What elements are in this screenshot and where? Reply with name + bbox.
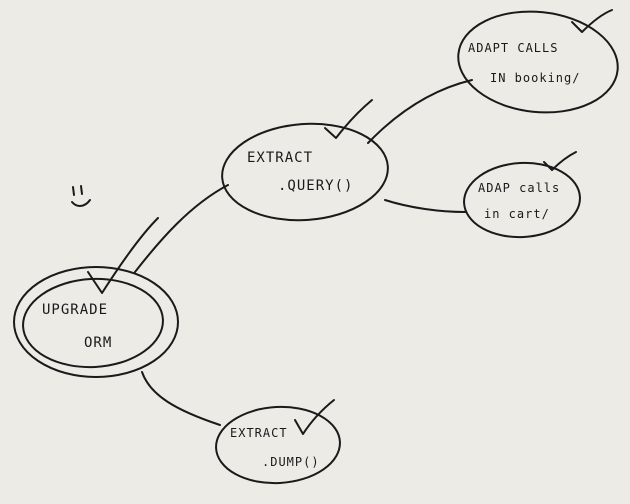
node-adapt-booking-shape — [457, 10, 619, 114]
checkmark-icon — [294, 399, 335, 435]
node-adapt-booking-line2: IN booking/ — [490, 71, 580, 85]
node-extract-dump-line1: EXTRACT — [230, 426, 288, 440]
node-adapt-cart-line1: ADAP calls — [478, 181, 560, 195]
node-upgrade-orm-inner — [22, 277, 164, 369]
node-upgrade-orm-outer — [13, 266, 179, 378]
node-extract-query-line1: EXTRACT — [247, 150, 313, 166]
checkmark-icon — [324, 99, 373, 139]
node-adapt-cart: ADAP calls in cart/ — [463, 151, 581, 239]
smiley-icon — [71, 185, 91, 207]
edge-orm-to-dump — [141, 371, 221, 426]
node-adapt-booking-line1: ADAPT CALLS — [468, 41, 558, 55]
checkmark-icon — [543, 151, 577, 171]
node-extract-dump-shape — [215, 405, 341, 485]
node-upgrade-orm-line2: ORM — [84, 335, 112, 351]
node-extract-query-line2: .QUERY() — [278, 178, 353, 194]
checkmark-icon — [571, 9, 613, 33]
edge-orm-to-query — [134, 184, 229, 273]
checkmark-icon — [87, 217, 159, 294]
edge-query-to-cart — [384, 199, 466, 213]
node-adapt-booking: ADAPT CALLS IN booking/ — [457, 9, 619, 114]
node-extract-query: EXTRACT .QUERY() — [221, 99, 389, 222]
node-extract-query-shape — [221, 122, 389, 222]
node-upgrade-orm: UPGRADE ORM — [13, 217, 179, 378]
node-adapt-cart-line2: in cart/ — [484, 207, 550, 221]
edge-query-to-booking — [367, 79, 473, 144]
node-upgrade-orm-line1: UPGRADE — [42, 302, 108, 318]
node-adapt-cart-shape — [463, 161, 581, 239]
node-extract-dump-line2: .DUMP() — [262, 455, 320, 469]
node-extract-dump: EXTRACT .DUMP() — [215, 399, 341, 485]
